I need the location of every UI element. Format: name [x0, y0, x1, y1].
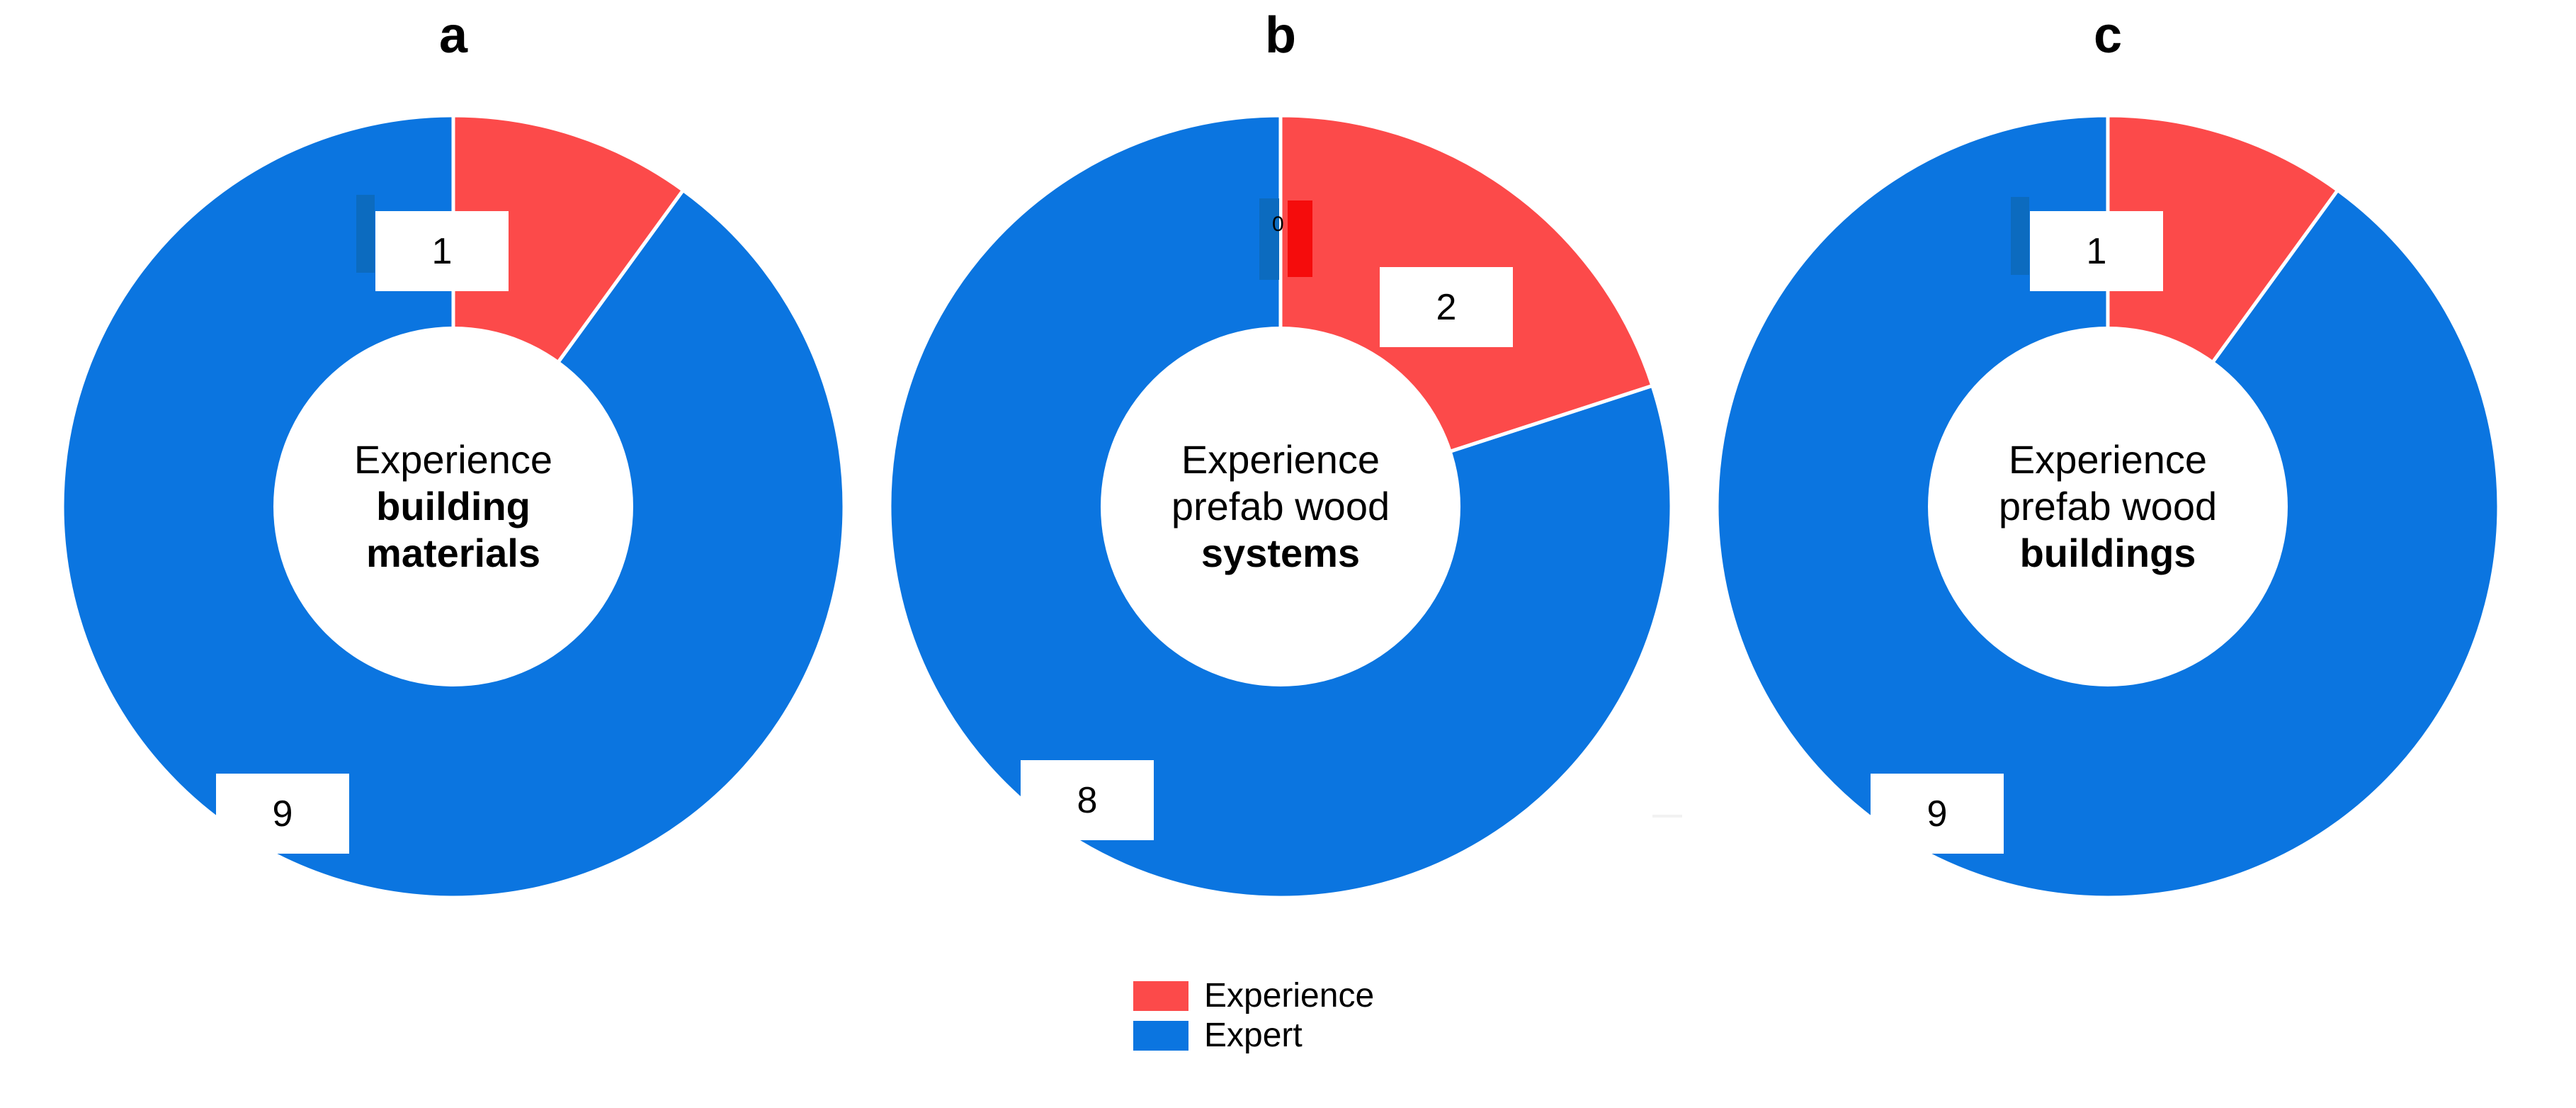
donut-panel-c: 1 9 Experience prefab wood buildings: [1708, 106, 2508, 907]
panel-letter-a: a: [438, 7, 468, 64]
donut-panel-a: 1 9 Experience building materials: [53, 106, 853, 907]
panel-letter-b: b: [1265, 7, 1296, 64]
overlay-artifact-b-red: [1288, 200, 1312, 277]
value-label-b-expert: 8: [1021, 760, 1154, 840]
overlay-artifact-b-tick: [1652, 815, 1682, 818]
legend-label-expert: Expert: [1204, 1017, 1303, 1054]
value-label-a-experience: 1: [375, 211, 509, 291]
donut-a-hole: [273, 327, 633, 686]
chart-legend: Experience Expert: [1133, 979, 1374, 1053]
overlay-artifact-b-digit: 0: [1272, 214, 1284, 236]
donut-c-hole: [1928, 327, 2288, 686]
donut-c-svg: [1715, 113, 2501, 900]
donut-a: 1 9 Experience building materials: [53, 106, 853, 907]
overlay-artifact-a: [356, 195, 375, 273]
legend-item-experience[interactable]: Experience: [1133, 979, 1374, 1013]
donut-a-svg: [60, 113, 846, 900]
overlay-artifact-c: [2011, 197, 2029, 275]
legend-swatch-experience: [1133, 981, 1188, 1011]
value-label-c-expert: 9: [1871, 774, 2004, 854]
donut-c: 1 9 Experience prefab wood buildings: [1708, 106, 2508, 907]
value-label-c-experience: 1: [2030, 211, 2163, 291]
donut-b-svg: [887, 113, 1674, 900]
legend-swatch-expert: [1133, 1021, 1188, 1051]
legend-item-expert[interactable]: Expert: [1133, 1019, 1374, 1053]
legend-label-experience: Experience: [1204, 977, 1375, 1014]
value-label-b-experience: 2: [1380, 267, 1513, 347]
donut-b: 0 2 8 Experience prefab wood systems: [880, 106, 1682, 907]
panel-letter-c: c: [2093, 7, 2123, 64]
overlay-artifact-b-blue: [1259, 198, 1279, 280]
donut-b-hole: [1101, 327, 1460, 686]
donut-panel-b: 0 2 8 Experience prefab wood systems: [880, 106, 1682, 907]
value-label-a-expert: 9: [216, 774, 349, 854]
